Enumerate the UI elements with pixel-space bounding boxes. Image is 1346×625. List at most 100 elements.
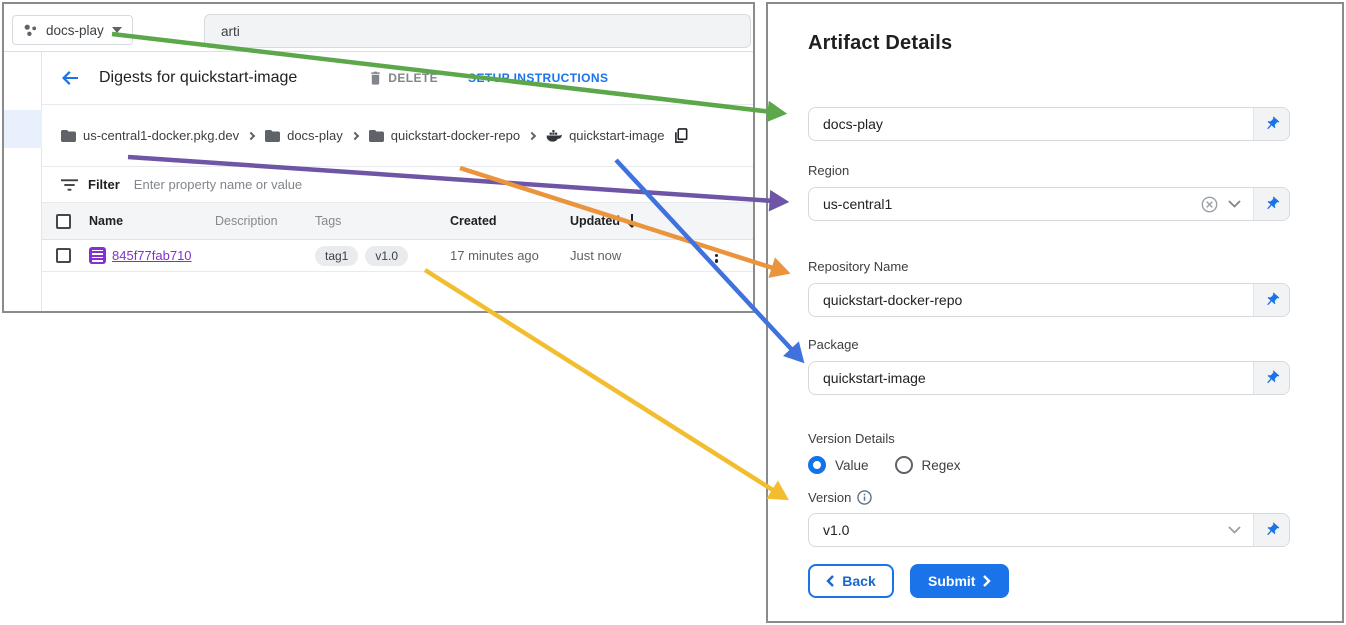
breadcrumb-item-repository[interactable]: quickstart-docker-repo <box>368 128 521 143</box>
folder-icon <box>265 129 281 142</box>
radio-selected-icon <box>808 456 826 474</box>
project-selector[interactable]: docs-play <box>12 15 133 45</box>
console-window: docs-play Digests for quickstart-image D… <box>2 2 755 313</box>
region-input[interactable] <box>809 188 1201 220</box>
page-title: Digests for quickstart-image <box>99 69 298 86</box>
filter-bar: Filter <box>42 167 753 203</box>
table-row: 845f77fab710 tag1 v1.0 17 minutes ago Ju… <box>42 240 753 272</box>
version-field <box>808 513 1290 547</box>
clear-icon[interactable] <box>1201 196 1218 213</box>
docker-whale-icon <box>546 130 562 142</box>
breadcrumb-label: quickstart-image <box>569 128 665 143</box>
column-header-tags: Tags <box>315 214 342 228</box>
breadcrumb-item-project[interactable]: docs-play <box>265 128 343 143</box>
project-input[interactable] <box>809 108 1253 140</box>
breadcrumb-label: quickstart-docker-repo <box>390 128 521 143</box>
row-updated: Just now <box>570 248 622 263</box>
console-search-box[interactable] <box>204 14 751 48</box>
breadcrumb-separator-icon <box>246 131 256 140</box>
filter-input[interactable] <box>133 177 454 192</box>
back-arrow-icon[interactable] <box>61 70 79 86</box>
tag-chip[interactable]: tag1 <box>315 245 359 266</box>
back-button[interactable]: Back <box>808 564 894 598</box>
radio-option-regex[interactable]: Regex <box>894 456 961 474</box>
package-input[interactable] <box>809 362 1253 394</box>
chevron-left-icon <box>826 575 835 587</box>
pin-button[interactable] <box>1253 362 1289 394</box>
row-created: 17 minutes ago <box>450 248 539 263</box>
chevron-down-icon <box>111 27 122 33</box>
breadcrumb: us-central1-docker.pkg.dev docs-play qui… <box>42 105 753 167</box>
console-header: docs-play <box>4 4 753 52</box>
repository-input[interactable] <box>809 284 1253 316</box>
digest-link[interactable]: 845f77fab710 <box>89 247 215 264</box>
column-header-updated[interactable]: Updated <box>570 214 680 228</box>
project-icon <box>24 24 37 36</box>
pin-icon <box>1266 370 1279 383</box>
artifact-details-panel: Artifact Details Region Reposit <box>766 2 1344 623</box>
chevron-right-icon <box>983 575 992 587</box>
chevron-down-icon[interactable] <box>1228 526 1241 534</box>
row-overflow-menu[interactable] <box>711 244 723 267</box>
submit-button-label: Submit <box>928 573 976 589</box>
version-label: Version <box>808 490 1290 505</box>
sort-descending-icon <box>627 214 637 228</box>
copy-icon[interactable] <box>674 127 689 144</box>
radio-option-label: Regex <box>921 457 961 473</box>
pin-button[interactable] <box>1253 514 1289 546</box>
delete-label: DELETE <box>388 71 439 85</box>
submit-button[interactable]: Submit <box>910 564 1010 598</box>
info-icon[interactable] <box>857 490 873 505</box>
radio-unselected-icon <box>894 456 913 474</box>
pin-button[interactable] <box>1253 108 1289 140</box>
project-selector-label: docs-play <box>46 22 104 38</box>
select-all-checkbox[interactable] <box>56 213 71 229</box>
console-search-input[interactable] <box>205 23 750 39</box>
breadcrumb-label: us-central1-docker.pkg.dev <box>83 128 240 143</box>
version-label-text: Version <box>808 490 852 505</box>
row-checkbox[interactable] <box>56 248 71 263</box>
radio-option-value[interactable]: Value <box>808 456 869 474</box>
pin-icon <box>1266 522 1279 535</box>
version-input[interactable] <box>809 514 1228 546</box>
breadcrumb-separator-icon <box>350 131 359 140</box>
region-label: Region <box>808 163 850 178</box>
pin-button[interactable] <box>1253 284 1289 316</box>
breadcrumb-item-package[interactable]: quickstart-image <box>546 128 664 143</box>
column-header-name[interactable]: Name <box>89 214 124 228</box>
radio-option-label: Value <box>835 457 869 473</box>
region-field <box>808 187 1290 221</box>
breadcrumb-separator-icon <box>527 131 537 140</box>
version-details-radio-group: Value Regex <box>808 456 1290 474</box>
pin-button[interactable] <box>1253 188 1289 220</box>
column-header-created[interactable]: Created <box>450 214 497 228</box>
back-button-label: Back <box>842 573 876 589</box>
filter-icon <box>61 178 78 191</box>
page-title-row: Digests for quickstart-image DELETE SETU… <box>42 52 753 105</box>
left-nav-gutter <box>4 52 42 311</box>
trash-icon <box>371 71 380 85</box>
delete-button[interactable]: DELETE <box>369 71 438 85</box>
setup-instructions-button[interactable]: SETUP INSTRUCTIONS <box>468 71 608 85</box>
package-field <box>808 361 1290 395</box>
breadcrumb-label: docs-play <box>287 128 343 143</box>
project-field <box>808 107 1290 141</box>
column-header-updated-label: Updated <box>570 214 620 228</box>
repository-label: Repository Name <box>808 259 909 274</box>
tag-chip[interactable]: v1.0 <box>365 245 409 266</box>
version-details-label: Version Details <box>808 431 895 446</box>
digest-name: 845f77fab710 <box>112 248 192 263</box>
column-header-description: Description <box>215 214 278 228</box>
table-header-row: Name Description Tags Created Updated <box>42 203 753 240</box>
breadcrumb-item-registry-host[interactable]: us-central1-docker.pkg.dev <box>61 128 239 143</box>
pin-icon <box>1266 196 1279 209</box>
setup-instructions-label: SETUP INSTRUCTIONS <box>468 71 609 85</box>
pin-icon <box>1266 292 1279 305</box>
folder-icon <box>368 129 384 142</box>
filter-label: Filter <box>88 177 120 192</box>
package-label: Package <box>808 337 859 352</box>
folder-icon <box>61 129 76 142</box>
nav-selected-highlight[interactable] <box>4 110 42 148</box>
chevron-down-icon[interactable] <box>1228 200 1241 208</box>
pin-icon <box>1266 116 1279 129</box>
